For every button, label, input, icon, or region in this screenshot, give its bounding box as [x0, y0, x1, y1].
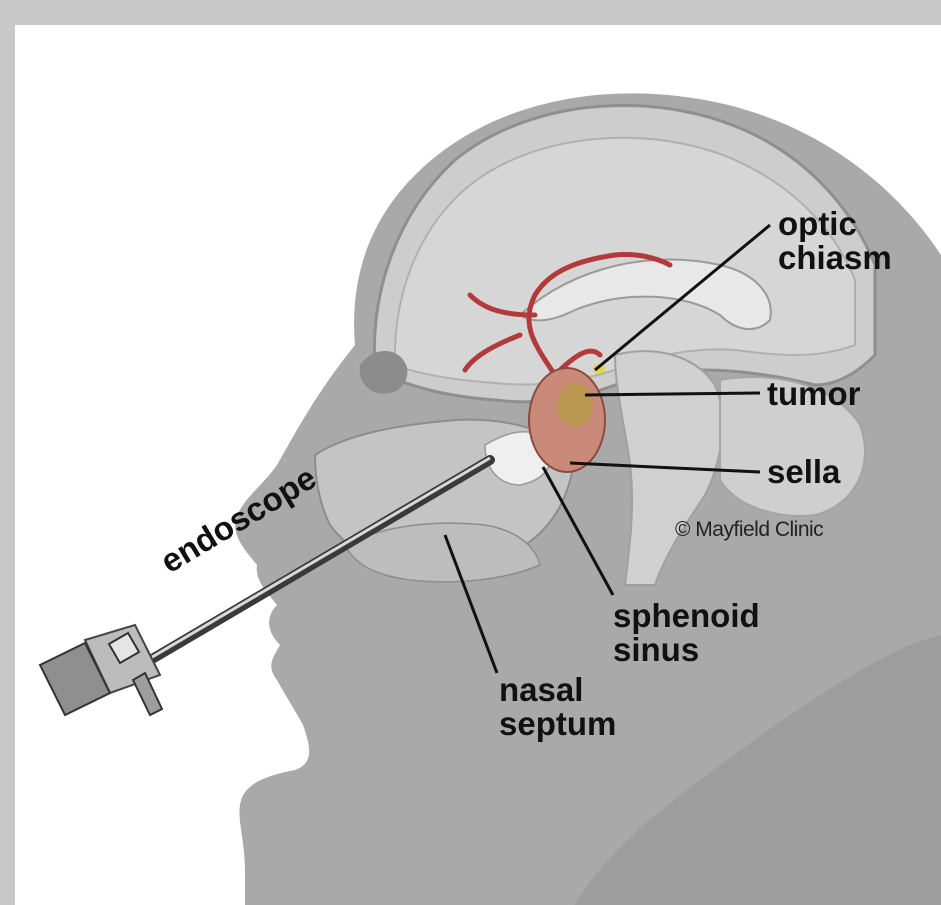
- label-optic-chiasm: optic chiasm: [778, 207, 892, 275]
- label-nasal-septum: nasal septum: [499, 673, 616, 741]
- copyright-credit: © Mayfield Clinic: [675, 518, 823, 542]
- label-sphenoid-sinus: sphenoid sinus: [613, 599, 760, 667]
- label-sella: sella: [767, 455, 840, 489]
- tumor-core: [557, 383, 593, 427]
- label-tumor: tumor: [767, 377, 861, 411]
- illustration-canvas: optic chiasm tumor sella sphenoid sinus …: [15, 25, 941, 905]
